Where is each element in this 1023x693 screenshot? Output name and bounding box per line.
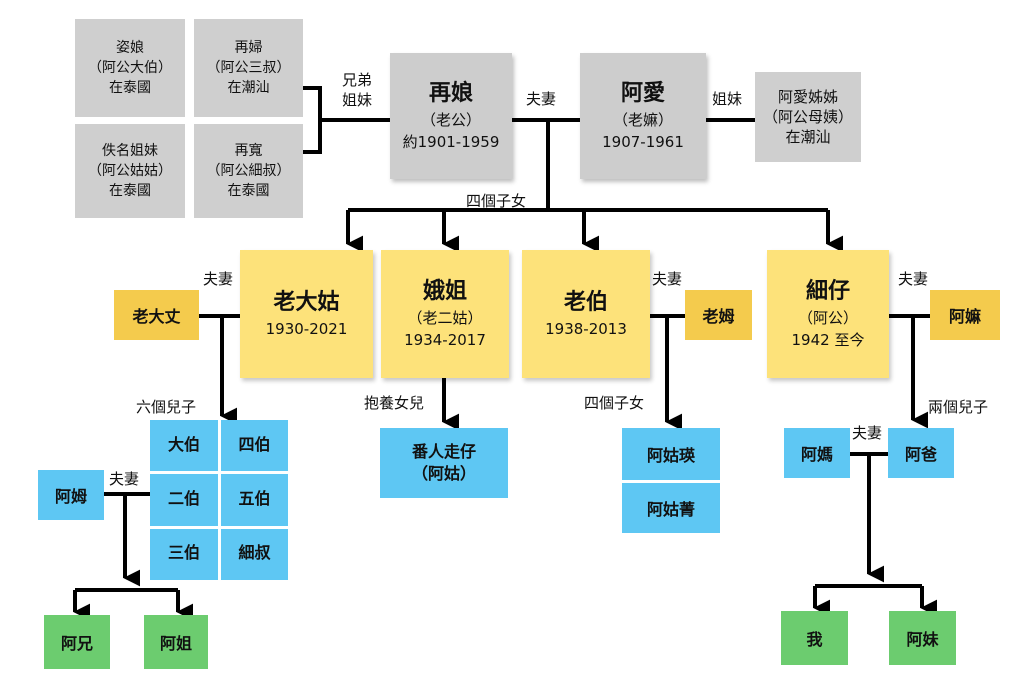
grandpa-card: 再娘 （老公） 約1901-1959 <box>390 53 512 179</box>
child-3-spouse: 老姆 <box>685 290 752 340</box>
children-label: 四個子女 <box>466 192 527 210</box>
child-2-kids-label: 抱養女兒 <box>364 394 425 412</box>
relative-sister-place: 在泰國 <box>109 183 151 199</box>
mother-card: 阿媽 <box>784 428 850 478</box>
cousin-brother: 阿兄 <box>44 615 110 669</box>
grandpa-name: 再娘 <box>428 81 473 106</box>
grandpa-role: （老公） <box>420 111 481 129</box>
relative-uncle3-name: 再婦 <box>234 40 263 56</box>
child-3-kids-label: 四個子女 <box>584 394 645 412</box>
relative-sister: 佚名姐妹 （阿公姑姑） 在泰國 <box>75 124 185 218</box>
relative-uncle3: 再婦 （阿公三叔） 在潮汕 <box>194 19 303 117</box>
c3-kid-2: 阿姑菁 <box>622 483 720 533</box>
uncle2-wife: 阿姆 <box>38 470 104 520</box>
c2-adopted-role: （阿姑） <box>411 464 476 483</box>
c2-adopted-card: 番人走仔 （阿姑） <box>380 428 508 498</box>
child-1-spouse-label: 夫妻 <box>203 270 234 288</box>
relative-uncle-small: 再寬 （阿公細叔） 在泰國 <box>194 124 303 218</box>
c1-kid-6: 細叔 <box>238 543 271 562</box>
grandma-sister-role: （阿公母姨） <box>762 108 853 126</box>
relative-uncle3-role: （阿公三叔） <box>206 60 291 76</box>
c1-kid-2: 二伯 <box>167 489 200 508</box>
c1-kid-4: 四伯 <box>238 435 271 454</box>
grandparents-spouse-label: 夫妻 <box>526 90 557 108</box>
grid-divider-v <box>218 420 221 580</box>
grandma-sister-place: 在潮汕 <box>785 128 831 146</box>
relative-uncle-small-role: （阿公細叔） <box>206 163 291 179</box>
relative-sister-name: 佚名姐妹 <box>102 143 158 159</box>
grandma-name: 阿愛 <box>620 81 665 106</box>
sister-label: 姐妹 <box>712 90 743 108</box>
sibling-label: 兄弟 姐妹 <box>332 70 382 110</box>
child-card-2: 娥姐 （老二姑） 1934-2017 <box>381 250 509 378</box>
father-card: 阿爸 <box>888 428 954 478</box>
sibling-label-line1: 兄弟 <box>341 71 372 89</box>
grid-divider-h2 <box>150 526 288 529</box>
self-card: 我 <box>781 611 848 665</box>
child-3-name: 老伯 <box>563 290 608 315</box>
child-4-name: 細仔 <box>805 279 850 304</box>
child-card-1: 老大姑 1930-2021 <box>240 250 373 378</box>
child-1-spouse: 老大丈 <box>114 290 199 340</box>
child-2-role: （老二姑） <box>407 309 483 327</box>
child-4-spouse-label: 夫妻 <box>898 270 929 288</box>
grid-divider-h1 <box>150 471 288 474</box>
parents-spouse-label: 夫妻 <box>852 424 883 442</box>
c1-kid-5: 五伯 <box>238 489 271 508</box>
grandma-sister-name: 阿愛姊姊 <box>777 88 838 106</box>
child-4-years: 1942 至今 <box>791 331 865 349</box>
child-1-kids-label: 六個兒子 <box>136 398 197 416</box>
relative-uncle-small-place: 在泰國 <box>227 183 270 199</box>
child-card-4: 細仔 （阿公） 1942 至今 <box>767 250 889 378</box>
relative-aunt1-place: 在泰國 <box>109 80 151 96</box>
relative-uncle3-place: 在潮汕 <box>227 80 270 96</box>
c1-kid-1: 大伯 <box>167 435 200 454</box>
c3-kid-1: 阿姑瑛 <box>622 428 720 480</box>
relative-sister-role: （阿公姑姑） <box>88 163 172 179</box>
child-4-spouse: 阿嫲 <box>930 290 1000 340</box>
c1-kid-3: 三伯 <box>167 543 200 562</box>
relative-aunt1-name: 姿娘 <box>116 40 144 56</box>
child-2-name: 娥姐 <box>422 279 467 304</box>
grandma-role: （老嫲） <box>612 111 673 129</box>
grandma-sister-card: 阿愛姊姊 （阿公母姨） 在潮汕 <box>755 72 861 162</box>
grandma-years: 1907-1961 <box>602 133 684 151</box>
uncle2-spouse-label: 夫妻 <box>109 470 140 488</box>
child-4-kids-label: 兩個兒子 <box>928 398 989 416</box>
child-1-years: 1930-2021 <box>265 320 348 338</box>
child-4-role: （阿公） <box>797 309 858 327</box>
child-1-name: 老大姑 <box>273 290 340 315</box>
c2-adopted-name: 番人走仔 <box>411 442 476 461</box>
sibling-label-line2: 姐妹 <box>341 91 372 109</box>
relative-uncle-small-name: 再寬 <box>234 143 263 159</box>
grandma-card: 阿愛 （老嫲） 1907-1961 <box>580 53 706 179</box>
relative-aunt1-role: （阿公大伯） <box>88 60 172 76</box>
child-3-years: 1938-2013 <box>545 320 627 338</box>
child-card-3: 老伯 1938-2013 <box>522 250 650 378</box>
child-2-years: 1934-2017 <box>404 331 486 349</box>
cousin-sister: 阿姐 <box>144 615 208 669</box>
child-3-spouse-label: 夫妻 <box>652 270 683 288</box>
relative-aunt1: 姿娘 （阿公大伯） 在泰國 <box>75 19 185 117</box>
younger-sister-card: 阿妹 <box>889 611 956 665</box>
grandpa-years: 約1901-1959 <box>402 133 500 151</box>
